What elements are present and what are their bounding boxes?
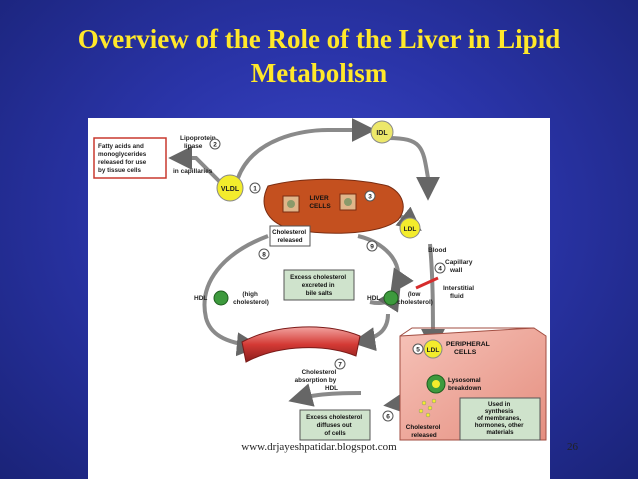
- title-line-1: Overview of the Role of the Liver in Lip…: [77, 24, 561, 54]
- hdl-low-label: HDL: [367, 295, 380, 302]
- cholesterol-released-liver: Cholesterol released: [269, 225, 311, 247]
- step-number-markers: 1 2 3 4 5 6 7 8 9: [209, 138, 446, 422]
- capillary-wall-label: Capillary wall: [445, 259, 474, 274]
- high-cholesterol-label: (high cholesterol): [233, 291, 269, 306]
- svg-text:Fatty acids and mono: Fatty acids and monoglycerides released …: [98, 143, 148, 174]
- diagram-svg: Fatty acids and monoglycerides released …: [93, 118, 547, 441]
- idl-particle: IDL: [370, 120, 394, 144]
- svg-text:Cholesterol released: Cholesterol released: [272, 229, 308, 244]
- vldl-label: VLDL: [221, 186, 240, 193]
- idl-label: IDL: [376, 130, 388, 137]
- lipid-metabolism-diagram: Fatty acids and monoglycerides released …: [88, 118, 550, 479]
- ldl-particle-top: LDL: [399, 217, 421, 239]
- excess-cholesterol-bile-box: Excess cholesterol excreted in bile salt…: [283, 269, 355, 301]
- liver-cells: LIVER CELLS: [263, 178, 404, 234]
- step-8: 8: [262, 252, 266, 259]
- step-9: 9: [370, 244, 374, 251]
- hdl-high-label: HDL: [194, 295, 207, 302]
- step-2: 2: [213, 142, 217, 149]
- vldl-particle: VLDL: [216, 174, 244, 202]
- blood-label: Blood: [428, 247, 446, 254]
- fatty-acids-line-4: by tissue cells: [98, 167, 142, 174]
- in-capillaries-label: in capillaries: [173, 168, 213, 175]
- step-7: 7: [338, 362, 342, 369]
- used-in-synthesis-box: Used in synthesis of membranes, hormones…: [459, 397, 541, 441]
- slide-title: Overview of the Role of the Liver in Lip…: [0, 22, 638, 90]
- low-cholesterol-label: (low cholesterol): [397, 291, 433, 306]
- cholesterol-absorption-label: Cholesterol absorption by HDL: [295, 369, 339, 392]
- peripheral-cells-label: PERIPHERAL CELLS: [446, 341, 492, 356]
- lysosomal-breakdown-label: Lysosomal breakdown: [448, 377, 482, 392]
- excess-cholesterol-diffuses-box: Excess cholesterol diffuses out of cells: [299, 409, 371, 441]
- fatty-acids-line-1: Fatty acids and: [98, 143, 144, 150]
- step-1: 1: [253, 186, 257, 193]
- hdl-low-particle: HDL (low cholesterol): [367, 290, 433, 306]
- interstitial-fluid-label: Interstitial fluid: [443, 285, 476, 300]
- fatty-acids-line-2: monoglycerides: [98, 151, 147, 158]
- step-4: 4: [438, 266, 442, 273]
- hdl-high-particle: HDL (high cholesterol): [194, 290, 269, 306]
- step-5: 5: [416, 347, 420, 354]
- svg-text:Used in synthesis: Used in synthesis of membranes, hormones…: [475, 401, 526, 436]
- cholesterol-released-peripheral-label: Cholesterol released: [406, 424, 442, 439]
- blood-vessel: [241, 326, 361, 363]
- svg-text:Excess cholesterol e: Excess cholesterol excreted in bile salt…: [290, 274, 348, 297]
- ldl-top-label: LDL: [404, 226, 417, 233]
- fatty-acids-line-3: released for use: [98, 159, 147, 166]
- svg-text:Excess cholesterol d: Excess cholesterol diffuses out of cells: [306, 414, 364, 437]
- footer-url: www.drjayeshpatidar.blogspot.com: [241, 441, 397, 453]
- ldl-peripheral-label: LDL: [427, 347, 440, 354]
- page-number: 26: [567, 441, 578, 453]
- lipoprotein-lipase-label: Lipoprotein lipase: [180, 135, 218, 150]
- title-line-2: Metabolism: [250, 58, 388, 88]
- liver-cells-label: LIVER CELLS: [309, 195, 331, 210]
- capillary-wall-marker: [415, 276, 439, 290]
- step-3: 3: [368, 194, 372, 201]
- step-6: 6: [386, 414, 390, 421]
- fatty-acids-box: Fatty acids and monoglycerides released …: [93, 137, 167, 179]
